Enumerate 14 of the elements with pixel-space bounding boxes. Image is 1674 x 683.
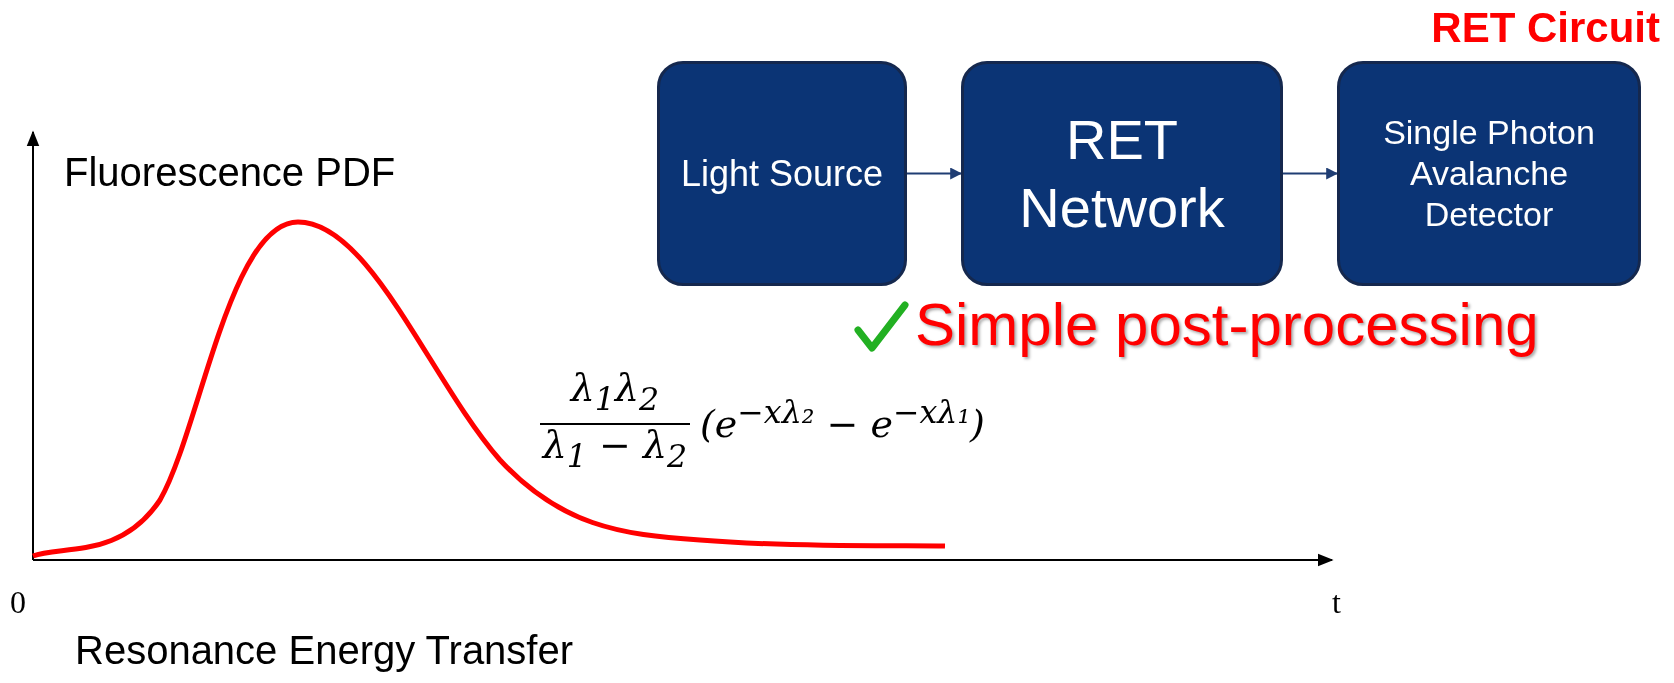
formula-denominator: λ$_{1}$ − λ$_{2}$ bbox=[540, 425, 689, 474]
note-text: Simple post-processing bbox=[915, 292, 1539, 358]
formula-numerator: λ$_{1}$λ$_{2}$ bbox=[568, 368, 661, 417]
axis-title: t bbox=[1332, 585, 1341, 621]
tick-label: 0 bbox=[10, 585, 26, 621]
process-box: RET Network bbox=[961, 61, 1283, 286]
axis-title: Resonance Energy Transfer bbox=[75, 628, 574, 672]
arrow bbox=[906, 167, 963, 180]
axis-title: Fluorescence PDF bbox=[64, 150, 396, 194]
diagram-title: RET Circuit bbox=[1431, 4, 1660, 52]
process-box: Light Source bbox=[657, 61, 907, 286]
process-box: Single Photon Avalanche Detector bbox=[1337, 61, 1641, 286]
arrow bbox=[1282, 167, 1339, 180]
formula-text: (e$^{−xλ₂}$ − e$^{−xλ₁}$) bbox=[700, 395, 985, 446]
